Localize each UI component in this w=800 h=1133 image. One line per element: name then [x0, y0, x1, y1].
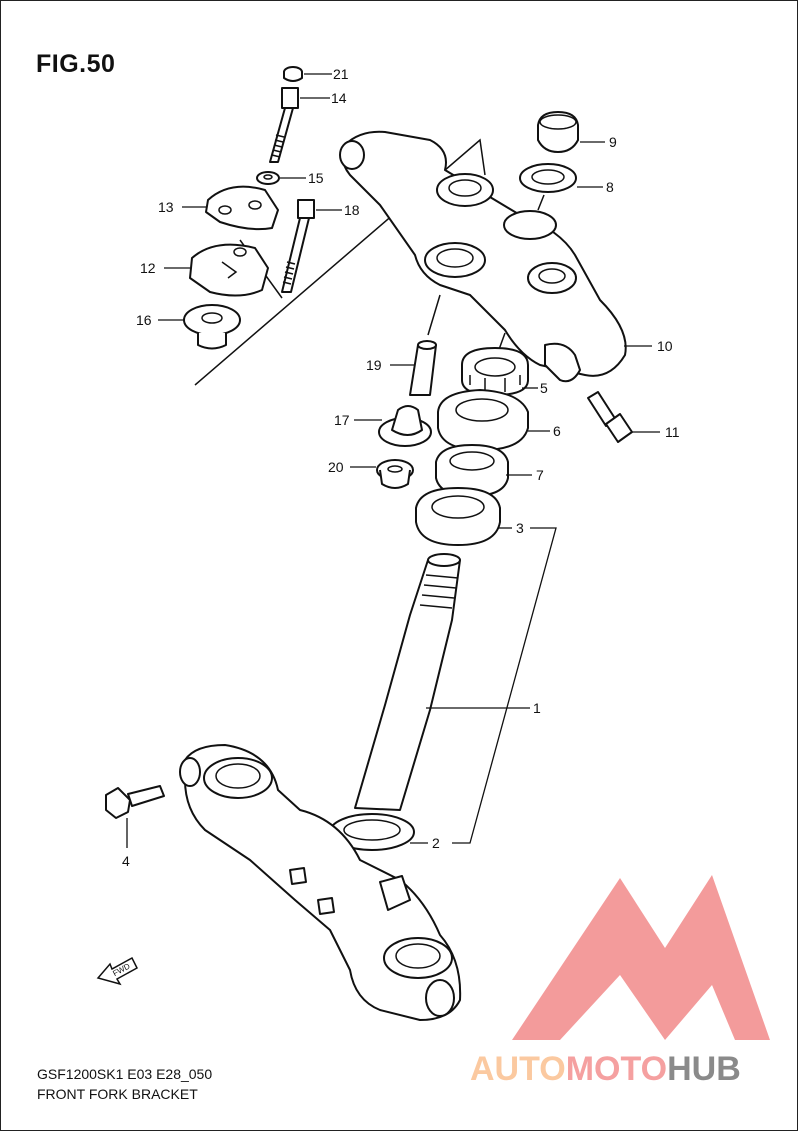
- callout-1: 1: [533, 700, 541, 716]
- part-11-bolt: [587, 391, 633, 443]
- part-8-washer: [519, 163, 577, 193]
- callout-20: 20: [328, 459, 344, 475]
- part-14-bolt: [269, 87, 299, 163]
- callout-2: 2: [432, 835, 440, 851]
- callout-10: 10: [657, 338, 673, 354]
- callout-3: 3: [516, 520, 524, 536]
- part-4-bolt: [105, 785, 165, 819]
- part-10-upper-bracket: [339, 130, 627, 383]
- watermark-text: AUTOMOTOHUB: [470, 1050, 741, 1088]
- callout-16: 16: [136, 312, 152, 328]
- callout-17: 17: [334, 412, 350, 428]
- part-9-cap-nut: [537, 111, 579, 153]
- part-1-steering-stem: [354, 553, 461, 811]
- callout-18: 18: [344, 202, 360, 218]
- callout-19: 19: [366, 357, 382, 373]
- callout-15: 15: [308, 170, 324, 186]
- figure-caption: FRONT FORK BRACKET: [37, 1086, 198, 1102]
- part-21-cap: [283, 66, 303, 82]
- part-15-washer: [256, 171, 280, 185]
- callout-8: 8: [606, 179, 614, 195]
- callout-6: 6: [553, 423, 561, 439]
- axis-line-stem: [427, 294, 441, 336]
- part-13-clamp: [205, 185, 279, 231]
- callout-4: 4: [122, 853, 130, 869]
- part-12-clamp: [189, 243, 269, 297]
- model-code: GSF1200SK1 E03 E28_050: [37, 1066, 213, 1082]
- watermark-logo: [512, 875, 770, 1040]
- group-bracket-line: [194, 138, 486, 386]
- callout-13: 13: [158, 199, 174, 215]
- callout-12: 12: [140, 260, 156, 276]
- figure-title: FIG.50: [36, 50, 116, 78]
- callout-14: 14: [331, 90, 347, 106]
- part-20-nut: [376, 459, 414, 489]
- part-18-bolt: [281, 199, 315, 293]
- part-3-bearing: [415, 487, 501, 546]
- fwd-arrow: FWD: [96, 956, 138, 986]
- part-5-stem-nut: [461, 347, 529, 396]
- part-7-bearing: [435, 444, 509, 497]
- part-16-cushion: [183, 304, 241, 350]
- part-6-bearing-cover: [437, 389, 529, 451]
- callout-21: 21: [333, 66, 349, 82]
- callout-5: 5: [540, 380, 548, 396]
- callout-11: 11: [665, 424, 680, 440]
- callout-9: 9: [609, 134, 617, 150]
- bracket-3-1-2: [452, 527, 557, 844]
- part-17-damper: [378, 405, 432, 447]
- part-19-tube: [409, 340, 437, 396]
- callout-7: 7: [536, 467, 544, 483]
- part-lower-bracket: [179, 744, 462, 1021]
- axis-line-top: [537, 194, 545, 211]
